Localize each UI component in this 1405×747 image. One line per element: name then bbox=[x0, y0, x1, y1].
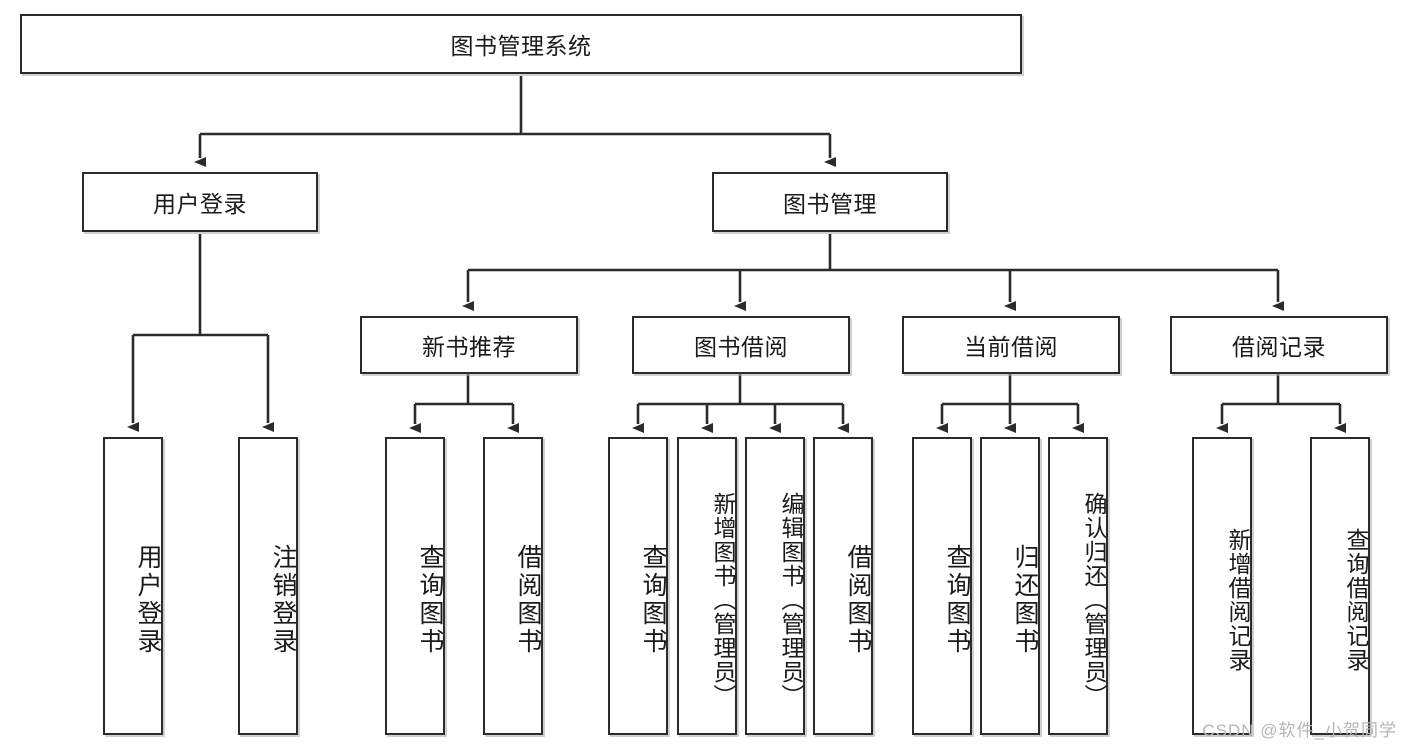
node-leaf-query-book-recommend[interactable]: 查询图书 bbox=[385, 437, 445, 735]
node-leaf-user-login[interactable]: 用户登录 bbox=[103, 437, 163, 735]
node-borrow-records[interactable]: 借阅记录 bbox=[1170, 316, 1388, 374]
node-leaf-borrow-book-recommend[interactable]: 借阅图书 bbox=[483, 437, 543, 735]
node-user-login[interactable]: 用户登录 bbox=[82, 172, 318, 232]
node-leaf-borrow-book-label: 借阅图书 bbox=[844, 544, 872, 656]
node-leaf-user-login-label: 用户登录 bbox=[134, 544, 162, 656]
node-new-book-recommend[interactable]: 新书推荐 bbox=[360, 316, 578, 374]
node-leaf-return-book[interactable]: 归还图书 bbox=[980, 437, 1040, 735]
node-current-borrow-label: 当前借阅 bbox=[964, 334, 1058, 360]
node-leaf-logout-label: 注销登录 bbox=[269, 544, 297, 656]
node-borrow-records-label: 借阅记录 bbox=[1232, 334, 1326, 360]
node-user-login-label: 用户登录 bbox=[153, 191, 247, 217]
node-root-system[interactable]: 图书管理系统 bbox=[20, 14, 1022, 74]
node-leaf-add-book-admin[interactable]: 新增图书（管理员） bbox=[677, 437, 737, 735]
node-leaf-query-book-borrow[interactable]: 查询图书 bbox=[608, 437, 668, 735]
node-new-book-recommend-label: 新书推荐 bbox=[422, 334, 516, 360]
node-leaf-add-book-admin-label: 新增图书（管理员） bbox=[710, 492, 736, 708]
node-leaf-borrow-book[interactable]: 借阅图书 bbox=[813, 437, 873, 735]
node-leaf-add-borrow-record[interactable]: 新增借阅记录 bbox=[1192, 437, 1252, 735]
csdn-watermark: CSDN @软件_小贺同学 bbox=[1202, 721, 1397, 740]
node-leaf-return-book-label: 归还图书 bbox=[1011, 544, 1039, 656]
node-leaf-query-book-current[interactable]: 查询图书 bbox=[912, 437, 972, 735]
node-book-management-label: 图书管理 bbox=[783, 191, 877, 217]
node-leaf-query-book-current-label: 查询图书 bbox=[943, 544, 971, 656]
node-book-management[interactable]: 图书管理 bbox=[712, 172, 948, 232]
node-book-borrow-label: 图书借阅 bbox=[694, 334, 788, 360]
node-leaf-query-book-borrow-label: 查询图书 bbox=[639, 544, 667, 656]
node-leaf-query-book-recommend-label: 查询图书 bbox=[416, 544, 444, 656]
node-leaf-edit-book-admin-label: 编辑图书（管理员） bbox=[778, 492, 804, 708]
node-leaf-borrow-book-recommend-label: 借阅图书 bbox=[514, 544, 542, 656]
node-leaf-logout[interactable]: 注销登录 bbox=[238, 437, 298, 735]
node-root-system-label: 图书管理系统 bbox=[450, 33, 592, 59]
node-leaf-query-borrow-record[interactable]: 查询借阅记录 bbox=[1310, 437, 1370, 735]
node-leaf-edit-book-admin[interactable]: 编辑图书（管理员） bbox=[745, 437, 805, 735]
node-leaf-confirm-return-admin[interactable]: 确认归还（管理员） bbox=[1048, 437, 1108, 735]
node-leaf-query-borrow-record-label: 查询借阅记录 bbox=[1343, 528, 1369, 672]
node-current-borrow[interactable]: 当前借阅 bbox=[902, 316, 1120, 374]
node-book-borrow[interactable]: 图书借阅 bbox=[632, 316, 850, 374]
node-leaf-confirm-return-admin-label: 确认归还（管理员） bbox=[1081, 492, 1107, 708]
node-leaf-add-borrow-record-label: 新增借阅记录 bbox=[1225, 528, 1251, 672]
